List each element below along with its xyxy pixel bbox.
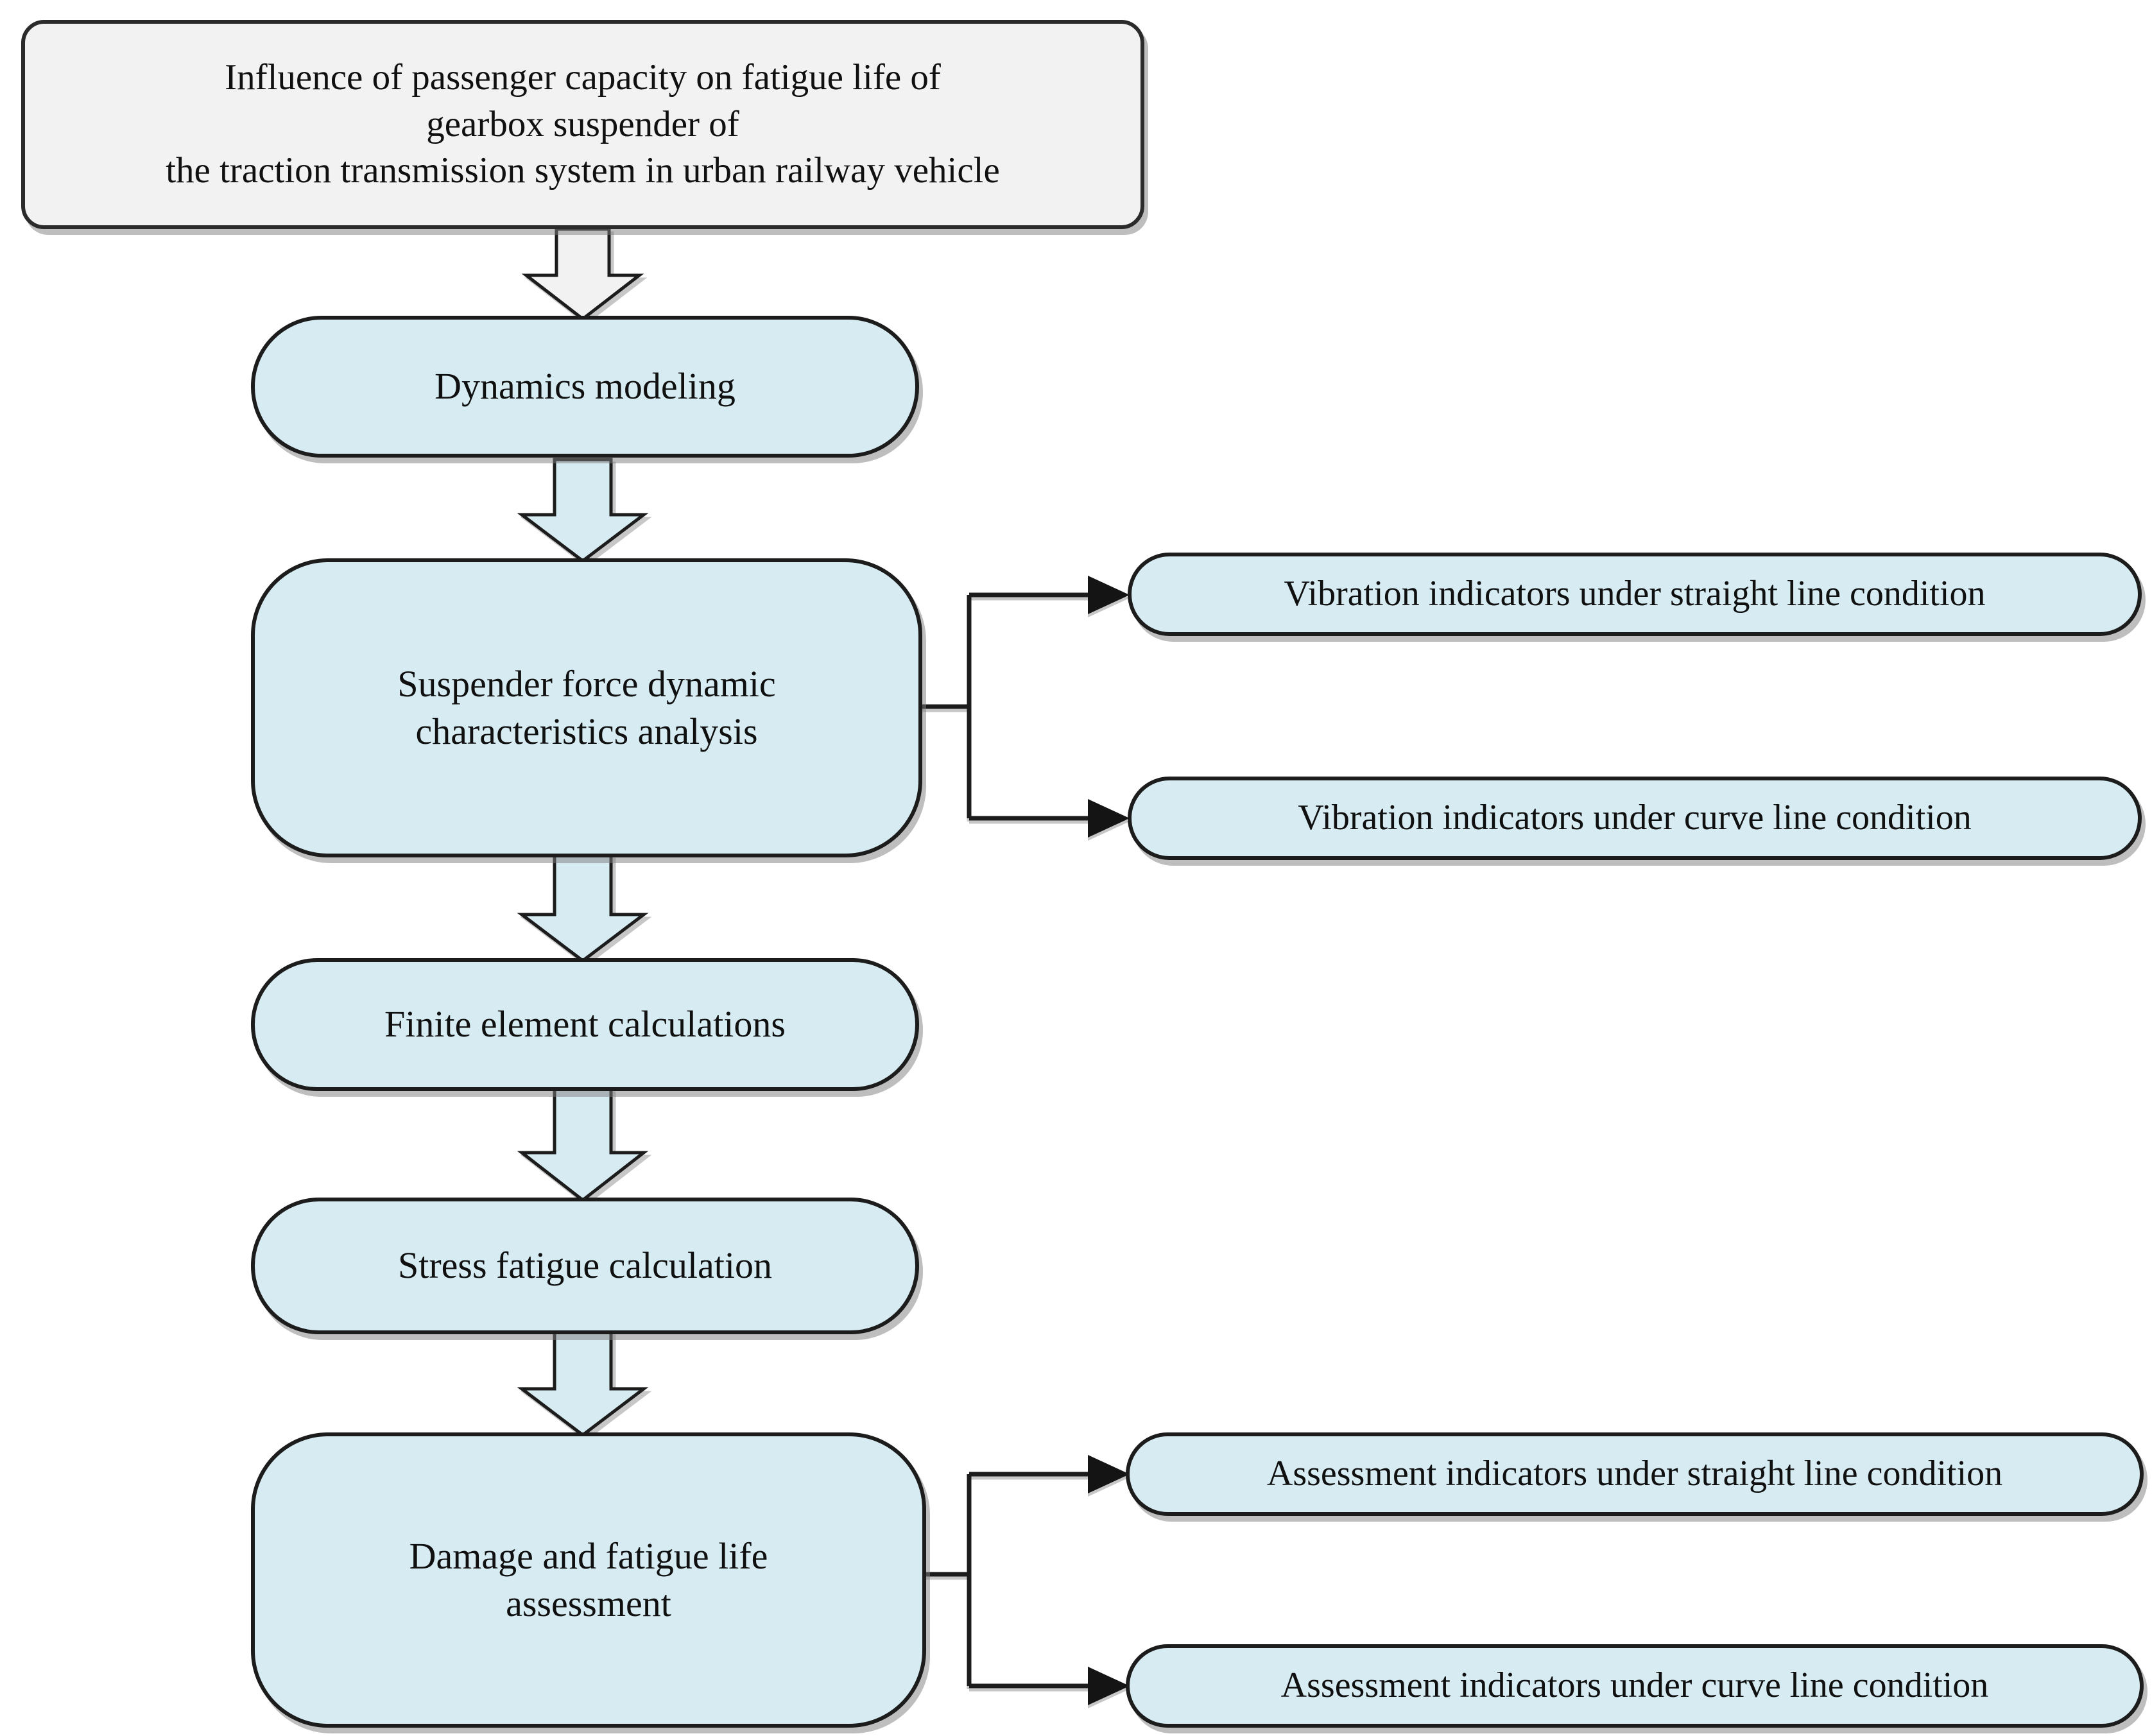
step-label: Finite element calculations [384, 1003, 786, 1045]
title-box: Influence of passenger capacity on fatig… [21, 20, 1144, 229]
output-label: Vibration indicators under straight line… [1284, 574, 1986, 614]
title-text: Influence of passenger capacity on fatig… [166, 56, 1000, 191]
right-arrowhead-icon [1088, 1667, 1130, 1705]
output-label: Assessment indicators under straight lin… [1266, 1454, 2003, 1494]
step-label: Dynamics modeling [435, 365, 736, 408]
vibration-branch-connector [922, 576, 1130, 838]
step-finite-element-calculations: Finite element calculations [251, 958, 919, 1091]
step-suspender-force-analysis: Suspender force dynamic characteristics … [251, 558, 922, 857]
down-block-arrow-icon [517, 1087, 649, 1203]
right-arrowhead-icon [1088, 799, 1130, 838]
down-block-arrow-icon [517, 1330, 649, 1438]
output-assessment-curve-line: Assessment indicators under curve line c… [1126, 1644, 2144, 1728]
down-block-arrow-icon [517, 458, 649, 563]
assessment-branch-connector [926, 1455, 1130, 1705]
output-vibration-straight-line: Vibration indicators under straight line… [1128, 553, 2142, 636]
right-arrowhead-icon [1088, 576, 1130, 614]
down-block-arrow-icon [517, 854, 649, 963]
output-vibration-curve-line: Vibration indicators under curve line co… [1128, 777, 2142, 860]
output-assessment-straight-line: Assessment indicators under straight lin… [1126, 1432, 2144, 1516]
step-damage-fatigue-assessment: Damage and fatigue life assessment [251, 1432, 926, 1728]
step-label: Suspender force dynamic characteristics … [397, 662, 776, 752]
step-label: Damage and fatigue life assessment [409, 1534, 768, 1624]
step-label: Stress fatigue calculation [397, 1244, 773, 1287]
step-stress-fatigue-calculation: Stress fatigue calculation [251, 1198, 919, 1334]
down-block-arrow-icon [521, 227, 644, 322]
output-label: Assessment indicators under curve line c… [1280, 1665, 1989, 1706]
output-label: Vibration indicators under curve line co… [1298, 798, 1972, 838]
step-dynamics-modeling: Dynamics modeling [251, 316, 919, 458]
right-arrowhead-icon [1088, 1455, 1130, 1493]
